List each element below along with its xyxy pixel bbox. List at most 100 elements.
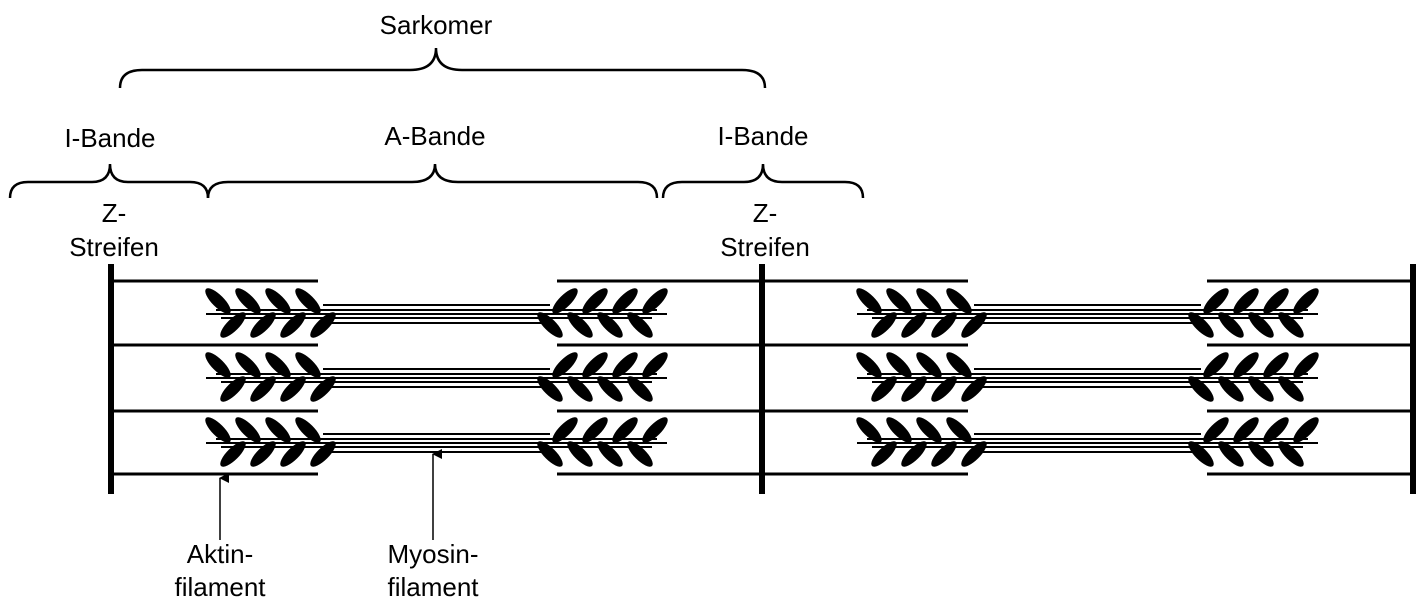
myosin-head	[1233, 288, 1259, 314]
myosin-head	[1263, 352, 1289, 378]
myosin-head	[597, 441, 623, 467]
myosin-head	[916, 417, 942, 443]
myosin-filament-label-line1: Myosin-	[387, 539, 478, 569]
myosin-head	[612, 352, 638, 378]
myosin-head	[295, 288, 321, 314]
myosin-head	[871, 441, 897, 467]
myosin-head	[961, 441, 987, 467]
myosin-head	[856, 352, 882, 378]
myosin-head	[901, 376, 927, 402]
myosin-head	[1203, 288, 1229, 314]
myosin-head	[582, 352, 608, 378]
myosin-head	[205, 288, 231, 314]
sarkomer-brace	[118, 47, 767, 89]
myosin-head	[1293, 417, 1319, 443]
myosin-head	[1188, 441, 1214, 467]
myosin-head	[946, 288, 972, 314]
myosin-head	[871, 376, 897, 402]
myosin-head	[250, 312, 276, 338]
myosin-head	[235, 352, 261, 378]
myosin-head	[597, 312, 623, 338]
myosin-head	[537, 312, 563, 338]
myosin-head	[1293, 288, 1319, 314]
myosin-head	[552, 352, 578, 378]
myosin-head	[537, 376, 563, 402]
myosin-head	[1263, 288, 1289, 314]
myosin-head	[582, 288, 608, 314]
myosin-head	[567, 312, 593, 338]
myosin-head	[1248, 441, 1274, 467]
myosin-head	[627, 441, 653, 467]
myosin-head	[235, 288, 261, 314]
aktin-filament-label-line2: filament	[174, 572, 266, 602]
myosin-head	[1278, 376, 1304, 402]
myosin-head	[537, 441, 563, 467]
myosin-head	[931, 441, 957, 467]
myosin-head	[1203, 352, 1229, 378]
myosin-head	[295, 417, 321, 443]
z-streifen-left-label-line1: Z-	[102, 198, 127, 228]
myosin-head	[931, 312, 957, 338]
myosin-head	[205, 352, 231, 378]
myosin-head	[1203, 417, 1229, 443]
myosin-head	[552, 288, 578, 314]
myosin-head	[265, 352, 291, 378]
myosin-head	[310, 441, 336, 467]
myosin-head	[871, 312, 897, 338]
myosin-head	[1248, 312, 1274, 338]
z-streifen-right-label-line2: Streifen	[720, 232, 810, 262]
myosin-head	[597, 376, 623, 402]
sarkomer-label: Sarkomer	[380, 10, 493, 40]
myosin-head	[220, 376, 246, 402]
z-streifen-left-label-line2: Streifen	[69, 232, 159, 262]
myosin-head	[295, 352, 321, 378]
i-bande-left-label: I-Bande	[64, 123, 155, 153]
myosin-head	[901, 312, 927, 338]
myosin-head	[916, 352, 942, 378]
myosin-head	[1218, 312, 1244, 338]
myosin-head	[582, 417, 608, 443]
myosin-head	[310, 376, 336, 402]
myosin-head	[265, 417, 291, 443]
myosin-head	[1278, 441, 1304, 467]
myosin-head	[280, 376, 306, 402]
myosin-head	[642, 352, 668, 378]
myosin-head	[280, 441, 306, 467]
myosin-head	[250, 376, 276, 402]
myosin-head	[612, 288, 638, 314]
myosin-head	[567, 376, 593, 402]
myosin-head	[856, 288, 882, 314]
myosin-head	[642, 417, 668, 443]
myosin-head	[901, 441, 927, 467]
myosin-head	[1278, 312, 1304, 338]
aktin-filament-label-line1: Aktin-	[187, 539, 253, 569]
myosin-head	[612, 417, 638, 443]
myosin-head	[1293, 352, 1319, 378]
myosin-head	[1233, 352, 1259, 378]
myosin-head	[310, 312, 336, 338]
myosin-head	[552, 417, 578, 443]
i-bande-right-brace	[661, 163, 865, 199]
myosin-head	[886, 352, 912, 378]
myosin-head	[1233, 417, 1259, 443]
myosin-head	[235, 417, 261, 443]
a-bande-label: A-Bande	[384, 121, 485, 151]
myosin-head	[205, 417, 231, 443]
myosin-head	[856, 417, 882, 443]
myosin-head	[886, 417, 912, 443]
myosin-head	[946, 352, 972, 378]
myosin-head	[642, 288, 668, 314]
myosin-head	[220, 312, 246, 338]
myosin-head	[220, 441, 246, 467]
myosin-head	[886, 288, 912, 314]
myosin-filament-label-line2: filament	[387, 572, 479, 602]
myosin-head	[1188, 376, 1214, 402]
myosin-head	[1218, 441, 1244, 467]
myosin-head	[280, 312, 306, 338]
myosin-head	[931, 376, 957, 402]
i-bande-left-brace	[8, 163, 210, 199]
filament-layer	[108, 264, 1416, 494]
myosin-head	[1188, 312, 1214, 338]
myosin-head	[1218, 376, 1244, 402]
